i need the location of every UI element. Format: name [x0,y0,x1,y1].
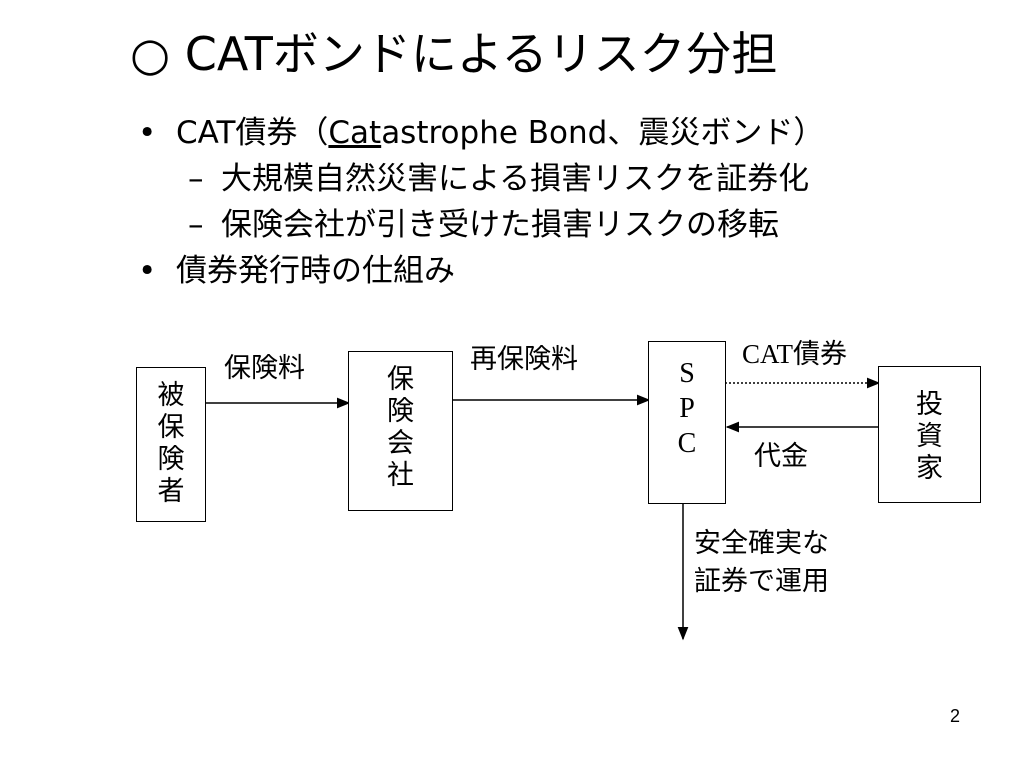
bullet-text-prefix: CAT債券（ [176,115,329,151]
label-investment: 安全確実な 証券で運用 [694,528,829,597]
sub-bullet-risk-transfer: –保険会社が引き受けた損害リスクの移転 [138,202,824,248]
label-reinsurance-premium: 再保険料 [470,344,578,375]
sub-bullet-marker: – [188,161,204,197]
underlined-cat: Cat [328,115,382,151]
sub-bullet-text: 保険会社が引き受けた損害リスクの移転 [221,207,779,243]
bullet-issuance-mechanism: • 債券発行時の仕組み [138,248,824,294]
page-number: 2 [950,706,961,726]
node-insurer: 保 険 会 社 [348,351,453,511]
node-spc-label: S P C [677,358,697,459]
bullet-list: • CAT債券（Catastrophe Bond、震災ボンド） –大規模自然災害に… [138,110,824,294]
sub-bullet-marker: – [188,207,204,243]
node-investor: 投 資 家 [878,366,981,503]
node-insured-label: 被 保 険 者 [157,380,185,507]
sub-bullet-securitization: –大規模自然災害による損害リスクを証券化 [138,156,824,202]
bullet-marker: • [138,253,157,289]
bullet-marker: • [138,115,157,151]
slide-title: ○ CATボンドによるリスク分担 [130,27,778,81]
node-insured: 被 保 険 者 [136,367,206,522]
sub-bullet-text: 大規模自然災害による損害リスクを証券化 [221,161,810,197]
label-cat-bond: CAT債券 [742,339,848,369]
label-payment: 代金 [754,441,808,472]
bullet-text: 債券発行時の仕組み [176,253,455,289]
node-spc: S P C [648,341,726,504]
bullet-text-suffix: astrophe Bond、震災ボンド） [381,115,825,151]
node-investor-label: 投 資 家 [916,389,943,484]
label-premium: 保険料 [224,353,305,384]
node-insurer-label: 保 険 会 社 [387,364,414,491]
bullet-cat-bond: • CAT債券（Catastrophe Bond、震災ボンド） [138,110,824,156]
